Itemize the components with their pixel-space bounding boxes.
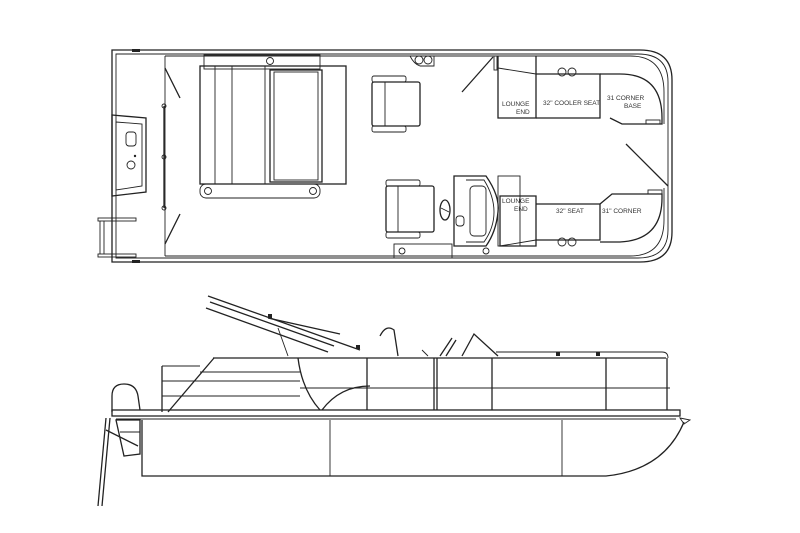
label-lounge-end-top-2: END bbox=[516, 109, 530, 116]
rear-lounge bbox=[199, 65, 347, 185]
deck-edge bbox=[111, 409, 681, 417]
label-lounge-end-top-1: LOUNGE bbox=[502, 101, 530, 108]
label-corner-base-2: BASE bbox=[624, 103, 642, 110]
windshield bbox=[439, 332, 499, 357]
label-lounge-end-bottom-1: LOUNGE bbox=[502, 198, 530, 205]
helm-console bbox=[439, 175, 521, 247]
deck-outline bbox=[111, 49, 673, 263]
side-elevation-view bbox=[97, 295, 692, 507]
label-lounge-end-bottom-2: END bbox=[514, 206, 528, 213]
ladder-handle bbox=[111, 383, 141, 412]
lounge-end-bottom bbox=[499, 195, 537, 247]
corner-base bbox=[600, 73, 663, 125]
top-plan-view: LOUNGE END 32" COOLER SEAT 31 CORNER BAS… bbox=[97, 49, 673, 263]
engine-mount bbox=[111, 114, 147, 197]
helm-chair-top bbox=[371, 75, 421, 133]
helm-chair-bottom bbox=[385, 179, 435, 239]
label-cooler-seat: 32" COOLER SEAT bbox=[543, 100, 600, 107]
sun-pad bbox=[269, 69, 323, 183]
bimini-top bbox=[205, 295, 361, 357]
outboard-motor bbox=[115, 419, 141, 457]
seat-32 bbox=[536, 203, 601, 241]
label-seat-32: 32" SEAT bbox=[556, 208, 584, 215]
lounge-end-top bbox=[497, 56, 537, 119]
label-corner-base-1: 31 CORNER bbox=[607, 95, 645, 102]
boarding-ladder bbox=[97, 417, 107, 507]
corner-seat bbox=[599, 193, 663, 243]
seat-back bbox=[379, 327, 399, 357]
pontoon-tube bbox=[141, 420, 685, 477]
label-corner-31: 31" CORNER bbox=[602, 208, 642, 215]
gate-curve bbox=[297, 357, 371, 411]
cooler-seat bbox=[536, 73, 601, 119]
